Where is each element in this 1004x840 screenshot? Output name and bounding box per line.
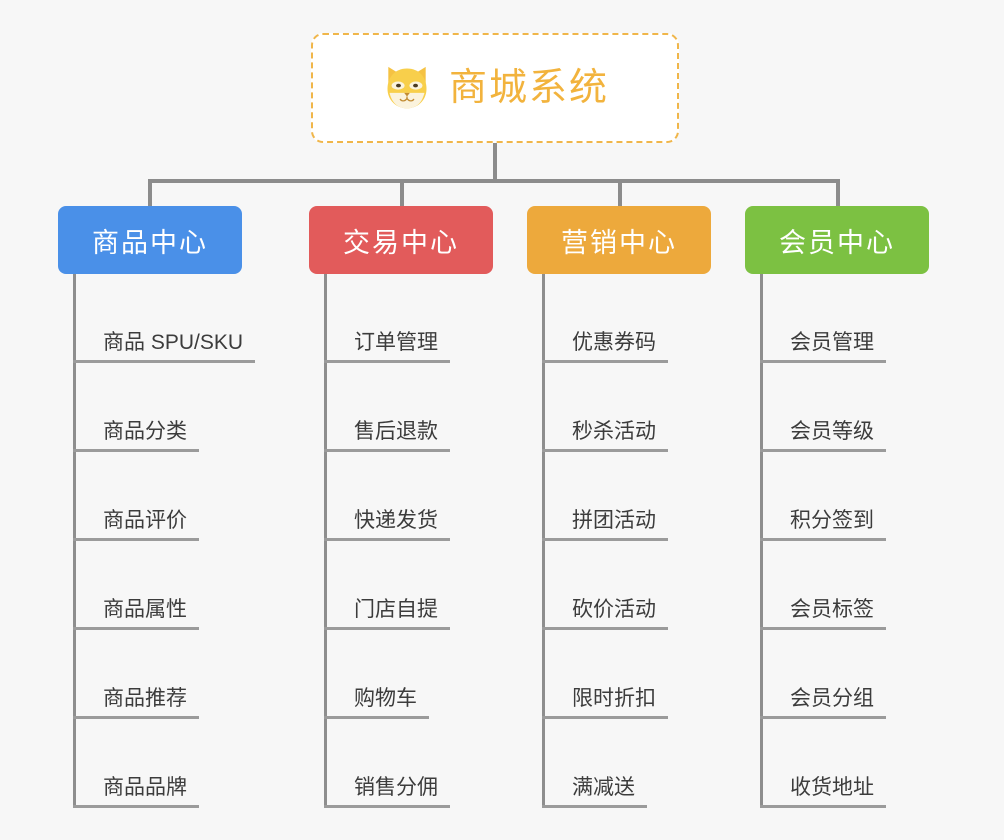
category-label-3: 营销中心 bbox=[561, 227, 677, 258]
connector-drop-3 bbox=[618, 179, 622, 207]
leaf-item[interactable]: 快递发货 bbox=[324, 452, 450, 541]
leaf-item[interactable]: 会员分组 bbox=[760, 630, 886, 719]
connector-horizontal-bus bbox=[150, 179, 838, 183]
leaf-item[interactable]: 收货地址 bbox=[760, 719, 886, 808]
leaf-item[interactable]: 会员等级 bbox=[760, 363, 886, 452]
leaf-item[interactable]: 商品分类 bbox=[73, 363, 255, 452]
leaf-item[interactable]: 门店自提 bbox=[324, 541, 450, 630]
branch-spine-2 bbox=[324, 274, 327, 808]
leaf-label: 商品品牌 bbox=[73, 776, 199, 808]
root-node[interactable]: 商城系统 bbox=[311, 33, 679, 143]
leaf-item[interactable]: 拼团活动 bbox=[542, 452, 668, 541]
leaf-label: 销售分佣 bbox=[324, 776, 450, 808]
leaf-item[interactable]: 商品品牌 bbox=[73, 719, 255, 808]
leaf-item[interactable]: 限时折扣 bbox=[542, 630, 668, 719]
leaf-item[interactable]: 商品 SPU/SKU bbox=[73, 274, 256, 363]
branch-spine-4 bbox=[760, 274, 763, 808]
leaf-item[interactable]: 会员管理 bbox=[760, 274, 886, 363]
leaf-label: 拼团活动 bbox=[542, 509, 668, 541]
leaf-item[interactable]: 售后退款 bbox=[324, 363, 450, 452]
leaf-item[interactable]: 砍价活动 bbox=[542, 541, 668, 630]
leaf-label: 购物车 bbox=[324, 687, 429, 719]
leaf-item[interactable]: 购物车 bbox=[324, 630, 450, 719]
leaf-item[interactable]: 商品评价 bbox=[73, 452, 255, 541]
shiba-dog-face-icon bbox=[387, 66, 427, 109]
leaf-label: 商品分类 bbox=[73, 420, 199, 452]
leaf-label: 会员标签 bbox=[760, 598, 886, 630]
category-label-2: 交易中心 bbox=[343, 227, 459, 258]
leaf-label: 快递发货 bbox=[324, 509, 450, 541]
category-box-1[interactable]: 商品中心 bbox=[58, 206, 242, 274]
leaf-label: 积分签到 bbox=[760, 509, 886, 541]
category-box-3[interactable]: 营销中心 bbox=[527, 206, 711, 274]
connector-drop-1 bbox=[148, 179, 152, 207]
connector-root-stem bbox=[493, 143, 497, 181]
leaf-label: 会员分组 bbox=[760, 687, 886, 719]
leaf-label: 订单管理 bbox=[324, 331, 450, 363]
leaf-label: 门店自提 bbox=[324, 598, 450, 630]
leaf-item[interactable]: 商品属性 bbox=[73, 541, 255, 630]
leaf-label: 限时折扣 bbox=[542, 687, 668, 719]
connector-drop-2 bbox=[400, 179, 404, 207]
leaf-label: 秒杀活动 bbox=[542, 420, 668, 452]
leaf-label: 收货地址 bbox=[760, 776, 886, 808]
leaf-item[interactable]: 秒杀活动 bbox=[542, 363, 668, 452]
leaf-label: 售后退款 bbox=[324, 420, 450, 452]
branch-column-1: 商品 SPU/SKU 商品分类 商品评价 商品属性 商品推荐 商品品牌 bbox=[73, 274, 256, 808]
leaf-label: 砍价活动 bbox=[542, 598, 668, 630]
leaf-item[interactable]: 订单管理 bbox=[324, 274, 450, 363]
branch-column-4: 会员管理 会员等级 积分签到 会员标签 会员分组 收货地址 bbox=[760, 274, 886, 808]
connector-drop-4 bbox=[836, 179, 840, 207]
branch-column-2: 订单管理 售后退款 快递发货 门店自提 购物车 销售分佣 bbox=[324, 274, 450, 808]
branch-spine-3 bbox=[542, 274, 545, 808]
leaf-item[interactable]: 满减送 bbox=[542, 719, 668, 808]
leaf-label: 商品评价 bbox=[73, 509, 199, 541]
branch-spine-1 bbox=[73, 274, 76, 808]
leaf-item[interactable]: 优惠券码 bbox=[542, 274, 668, 363]
category-box-2[interactable]: 交易中心 bbox=[309, 206, 493, 274]
category-label-4: 会员中心 bbox=[779, 227, 895, 258]
category-label-1: 商品中心 bbox=[92, 227, 208, 258]
root-node-label: 商城系统 bbox=[448, 67, 609, 109]
leaf-label: 会员等级 bbox=[760, 420, 886, 452]
leaf-item[interactable]: 销售分佣 bbox=[324, 719, 450, 808]
leaf-label: 优惠券码 bbox=[542, 331, 668, 363]
leaf-item[interactable]: 商品推荐 bbox=[73, 630, 255, 719]
branch-column-3: 优惠券码 秒杀活动 拼团活动 砍价活动 限时折扣 满减送 bbox=[542, 274, 668, 808]
leaf-label: 商品 SPU/SKU bbox=[73, 331, 256, 363]
leaf-label: 满减送 bbox=[542, 776, 647, 808]
leaf-item[interactable]: 积分签到 bbox=[760, 452, 886, 541]
leaf-label: 会员管理 bbox=[760, 331, 886, 363]
leaf-item[interactable]: 会员标签 bbox=[760, 541, 886, 630]
category-box-4[interactable]: 会员中心 bbox=[745, 206, 929, 274]
leaf-label: 商品推荐 bbox=[73, 687, 199, 719]
leaf-label: 商品属性 bbox=[73, 598, 199, 630]
